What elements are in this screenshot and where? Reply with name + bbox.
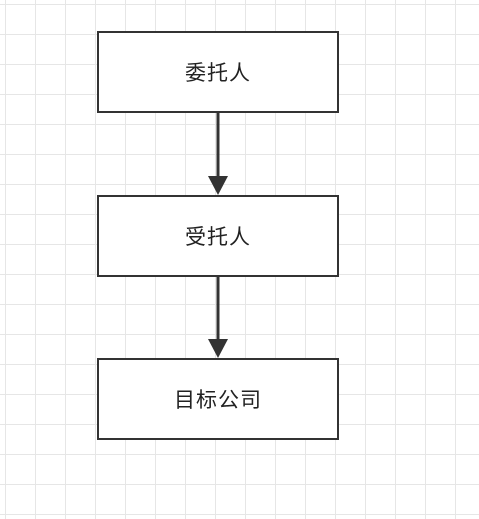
node-principal[interactable]: 委托人 — [97, 31, 339, 113]
node-target-company-label: 目标公司 — [174, 388, 262, 412]
node-trustee-label: 受托人 — [185, 225, 251, 249]
edge-n1-n2 — [208, 113, 228, 195]
node-trustee[interactable]: 受托人 — [97, 195, 339, 277]
arrowhead-icon — [208, 176, 228, 195]
edge-n2-n3 — [208, 277, 228, 358]
arrowhead-icon — [208, 339, 228, 358]
node-principal-label: 委托人 — [185, 61, 251, 85]
node-target-company[interactable]: 目标公司 — [97, 358, 339, 440]
